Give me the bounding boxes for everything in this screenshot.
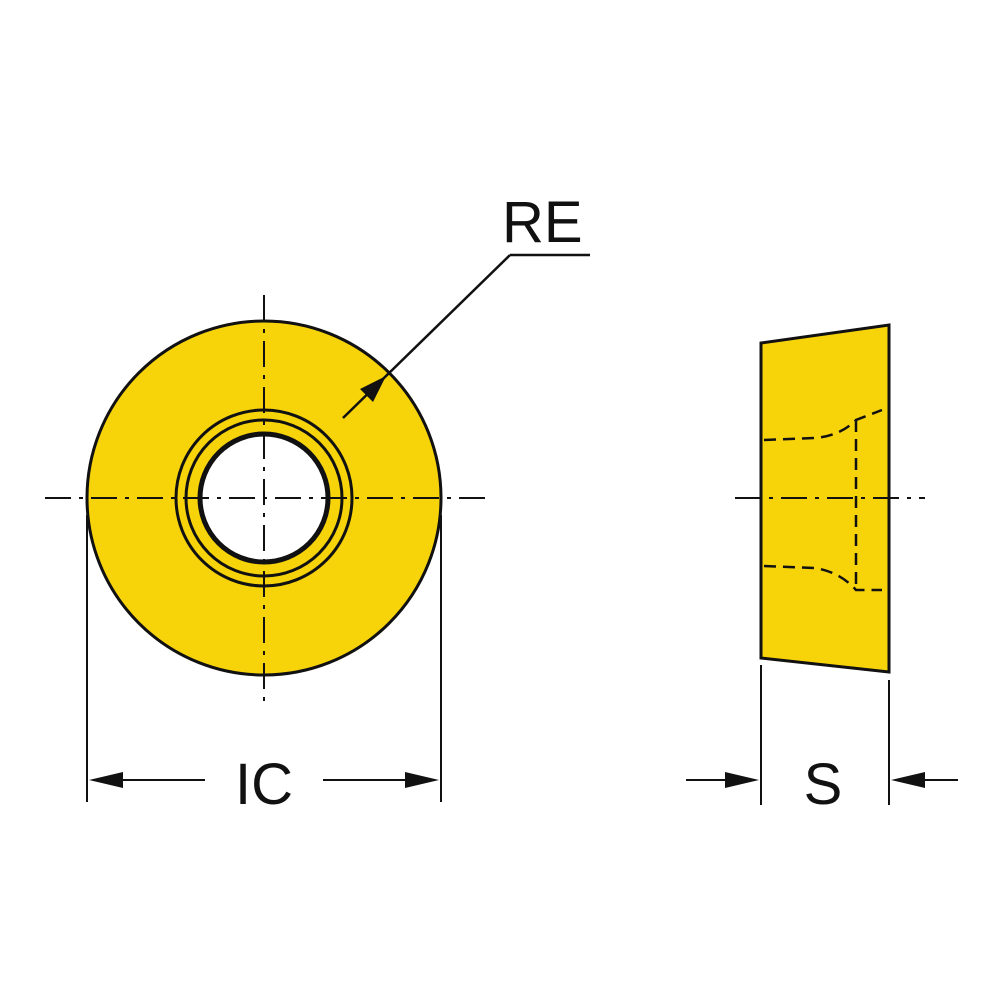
hidden-line-bottom [763, 564, 882, 592]
re-arrowhead [360, 376, 386, 402]
ic-label: IC [235, 752, 293, 817]
s-arrow-left [725, 772, 759, 788]
ic-arrow-right [405, 772, 439, 788]
front-view [45, 295, 485, 705]
insert-side-body [759, 323, 891, 674]
s-arrow-right [891, 772, 925, 788]
s-dimension: S [686, 665, 958, 817]
side-view [735, 323, 925, 674]
s-label: S [804, 752, 843, 817]
re-label: RE [502, 190, 583, 255]
ic-arrow-left [89, 772, 123, 788]
re-leader: RE [342, 190, 590, 419]
ic-dimension: IC [86, 515, 442, 817]
